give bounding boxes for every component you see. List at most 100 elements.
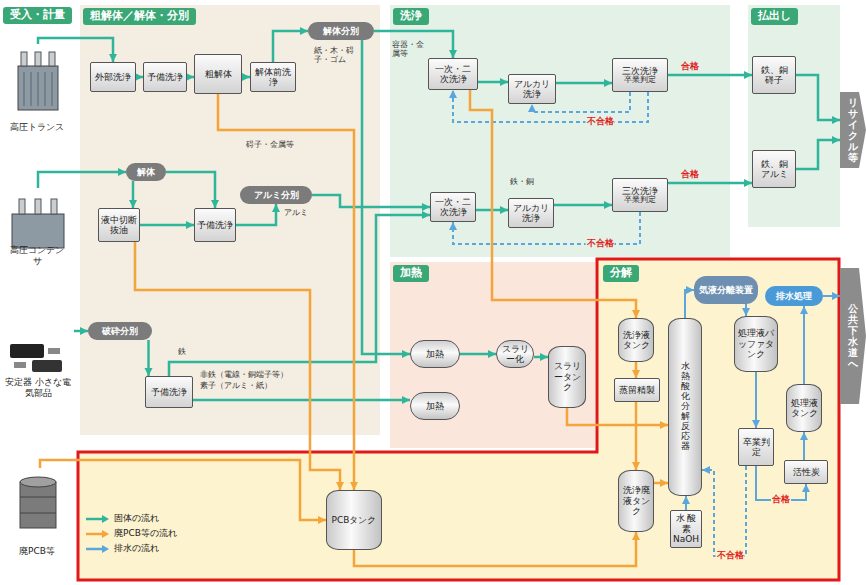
material-note: 素子（アルミ・紙） xyxy=(200,381,310,390)
material-note: 紙・木・碍子・ゴム xyxy=(314,46,356,64)
node-label: アルミ分別 xyxy=(254,190,299,200)
section-title: 加熱 xyxy=(393,265,429,282)
step-label: 破砕分別 xyxy=(88,322,152,340)
flow-arrow xyxy=(702,466,746,556)
section-band: 洗浄一次・二次洗浄アルカリ洗浄三次洗浄卒業判定一次・二次洗浄アルカリ洗浄三次洗浄… xyxy=(390,5,730,257)
process-box: アルカリ洗浄 xyxy=(508,198,554,228)
section-band: 払出し鉄、銅 碍子鉄、銅 アルミ xyxy=(748,5,840,227)
process-box: 活性炭 xyxy=(784,460,828,484)
material-note: アルミ xyxy=(284,208,324,217)
section-title: 払出し xyxy=(751,8,798,25)
process-box: 予備洗浄 xyxy=(194,208,236,242)
tank-vessel: スラリータンク xyxy=(548,346,586,408)
node-label: 安定器 小さな電気部品 xyxy=(4,377,72,398)
flow-arrow xyxy=(166,172,215,208)
tank-vessel: 処理液バッファタンク xyxy=(734,316,778,372)
output-arrow: リサイクル等 xyxy=(840,92,866,168)
flow-arrow xyxy=(236,204,276,225)
flow-arrow xyxy=(354,532,636,566)
judgement-label: 合格 xyxy=(771,495,791,505)
node-label: スラリー化 xyxy=(499,344,531,365)
flow-arrow xyxy=(745,304,747,316)
ballast-icon xyxy=(10,344,62,372)
judgement-label: 不合格 xyxy=(716,551,745,561)
node-label: 三次洗浄 xyxy=(622,66,658,76)
process-box: 液中切断 抜油 xyxy=(98,208,140,242)
flow-arrow xyxy=(193,399,410,402)
flow-arrow xyxy=(312,195,430,207)
flow-arrow xyxy=(140,224,194,227)
heating-vessel: スラリー化 xyxy=(496,340,534,368)
process-box: 三次洗浄卒業判定 xyxy=(612,178,668,212)
node-label: 処理液バッファタンク xyxy=(737,328,775,359)
tank-vessel: 処理液タンク xyxy=(786,384,822,432)
flow-arrow xyxy=(755,372,757,428)
flow-arrow xyxy=(132,181,135,208)
flow-arrow xyxy=(567,408,668,425)
node-label: 鉄、銅 碍子 xyxy=(755,65,793,86)
node-label: 高圧コンデンサ xyxy=(6,245,68,266)
node-label: 鉄、銅 アルミ xyxy=(755,159,793,180)
node-label: 解体分別 xyxy=(323,26,359,36)
process-box: 外部洗浄 xyxy=(90,62,136,92)
drum-icon xyxy=(20,477,56,528)
material-note: 非鉄（電線・銅端子等） xyxy=(200,370,310,379)
flow-arrow xyxy=(147,340,150,376)
legend-sample xyxy=(86,514,110,524)
node-label: 加熱 xyxy=(426,349,444,359)
section-title: 受入・計量 xyxy=(3,7,72,24)
capacitor-icon xyxy=(12,199,64,248)
node-label: 廃PCB等 xyxy=(19,546,55,556)
process-box: 粗解体 xyxy=(194,54,242,94)
legend-text: 排水の流れ xyxy=(114,542,159,555)
equipment-item: 廃PCB等 xyxy=(4,468,70,558)
legend-text: 固体の流れ xyxy=(114,512,159,525)
equipment-item: 安定器 小さな電気部品 xyxy=(2,318,74,400)
flow-arrow xyxy=(362,40,410,354)
legend-text: 廃PCB等の流れ xyxy=(114,527,177,540)
flow-arrow xyxy=(554,204,612,207)
node-label: リサイクル等 xyxy=(848,97,858,163)
node-label: スラリータンク xyxy=(551,361,583,392)
flow-arrow xyxy=(218,94,354,490)
node-label: PCBタンク xyxy=(332,515,377,525)
flow-arrow xyxy=(374,31,453,58)
flow-arrow xyxy=(635,362,638,378)
judgement-label: 合格 xyxy=(680,62,700,72)
node-label: アルカリ洗浄 xyxy=(511,79,553,100)
node-label: 洗浄廃液タンク xyxy=(621,485,651,516)
output-arrow: 公共下水道へ xyxy=(840,268,866,404)
node-label: 処理液タンク xyxy=(789,398,819,419)
step-label: 解体分別 xyxy=(308,22,374,40)
process-box: 卒業判定 xyxy=(738,428,774,466)
tank-vessel: 洗浄液タンク xyxy=(618,318,654,362)
node-label: 加熱 xyxy=(426,401,444,411)
treatment-label: 排水処理 xyxy=(765,286,823,306)
flow-arrow xyxy=(74,330,88,333)
flow-arrow xyxy=(38,38,113,62)
section-title: 粗解体／解体・分別 xyxy=(83,8,196,25)
arrow-shape-fill xyxy=(840,268,866,404)
legend-arrowhead xyxy=(102,545,109,553)
process-box: アルカリ洗浄 xyxy=(508,74,556,104)
flow-arrow xyxy=(136,76,143,79)
flow-arrow xyxy=(556,82,612,85)
flow-arrow xyxy=(40,460,326,520)
flow-arrow xyxy=(187,76,194,79)
node-label: 予備洗浄 xyxy=(151,387,187,397)
equipment-item: 高圧トランス xyxy=(4,44,70,134)
flow-arrow xyxy=(685,496,687,510)
flow-arrow xyxy=(685,290,694,318)
section-title: 分解 xyxy=(603,265,639,282)
flow-arrow xyxy=(460,353,496,356)
flow-arrow xyxy=(668,182,752,185)
section-title: 洗浄 xyxy=(393,8,429,25)
equipment-item: 高圧コンデンサ xyxy=(4,188,70,268)
material-note: 容器・金属等 xyxy=(392,40,424,58)
node-label: 解体前洗浄 xyxy=(253,67,293,88)
node-label: 破砕分別 xyxy=(102,326,138,336)
flow-arrow xyxy=(273,31,308,62)
node-label: 蒸留精製 xyxy=(619,385,655,395)
tank-vessel: PCBタンク xyxy=(326,490,382,550)
section-band: 加熱加熱加熱スラリー化スラリータンク xyxy=(390,262,595,448)
